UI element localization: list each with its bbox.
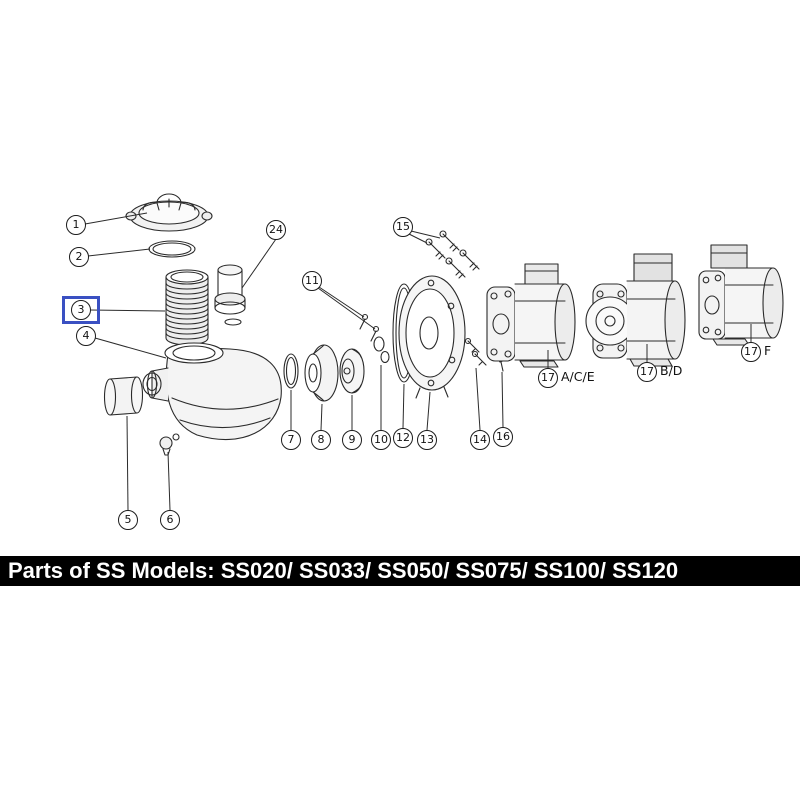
leader-line xyxy=(320,403,323,431)
leader-line xyxy=(501,371,504,428)
callout-10[interactable]: 10 xyxy=(371,430,391,450)
callout-3[interactable]: 3 xyxy=(71,300,91,320)
motor-bd-part xyxy=(585,253,686,367)
leader-line xyxy=(241,238,277,289)
strainer-basket-part xyxy=(165,269,209,346)
leader-line xyxy=(408,233,428,244)
callout-suffix-label: A/C/E xyxy=(561,369,595,384)
selection-highlight-box xyxy=(62,296,100,324)
callout-24[interactable]: 24 xyxy=(266,220,286,240)
flange-bolts-part xyxy=(464,337,487,366)
callout-9[interactable]: 9 xyxy=(342,430,362,450)
callout-2[interactable]: 2 xyxy=(69,247,89,267)
leader-line xyxy=(402,383,405,429)
pump-body-part xyxy=(146,342,282,440)
drain-plug-part xyxy=(159,433,180,456)
leader-line xyxy=(475,367,481,431)
leader-line xyxy=(84,212,148,225)
callout-17-bd[interactable]: 17 xyxy=(637,362,657,382)
leader-lines xyxy=(84,212,752,511)
pump-lid-part xyxy=(125,193,213,232)
callout-11[interactable]: 11 xyxy=(302,271,322,291)
motor-screws-part xyxy=(425,230,480,279)
diffuser-oring-part xyxy=(283,353,299,389)
leader-line xyxy=(318,286,365,318)
leader-line xyxy=(94,337,167,359)
callout-12[interactable]: 12 xyxy=(393,428,413,448)
callout-1[interactable]: 1 xyxy=(66,215,86,235)
motor-ace-part xyxy=(486,263,576,368)
backplate-part xyxy=(398,275,466,399)
model-banner: Parts of SS Models: SS020/ SS033/ SS050/… xyxy=(0,556,800,586)
callout-suffix-label: B/D xyxy=(660,363,683,378)
leader-line xyxy=(167,451,171,511)
callout-15[interactable]: 15 xyxy=(393,217,413,237)
callout-16[interactable]: 16 xyxy=(493,427,513,447)
callout-13[interactable]: 13 xyxy=(417,430,437,450)
leader-line xyxy=(87,248,151,257)
motor-f-part xyxy=(698,244,784,346)
leader-line xyxy=(89,309,166,312)
diffuser-part xyxy=(304,344,339,402)
leader-line xyxy=(410,230,441,239)
callout-17-ace[interactable]: 17 xyxy=(538,368,558,388)
discharge-union-part xyxy=(214,264,246,326)
callout-7[interactable]: 7 xyxy=(281,430,301,450)
leader-line xyxy=(426,391,431,431)
inlet-union-part xyxy=(103,372,162,416)
callout-17-f[interactable]: 17 xyxy=(741,342,761,362)
callout-14[interactable]: 14 xyxy=(470,430,490,450)
callout-4[interactable]: 4 xyxy=(76,326,96,346)
callout-suffix-label: F xyxy=(764,343,772,358)
leader-line xyxy=(317,287,376,330)
callout-8[interactable]: 8 xyxy=(311,430,331,450)
callout-6[interactable]: 6 xyxy=(160,510,180,530)
callout-5[interactable]: 5 xyxy=(118,510,138,530)
leader-line xyxy=(126,415,129,511)
shaft-seal-part xyxy=(373,336,390,364)
impeller-part xyxy=(339,348,365,394)
